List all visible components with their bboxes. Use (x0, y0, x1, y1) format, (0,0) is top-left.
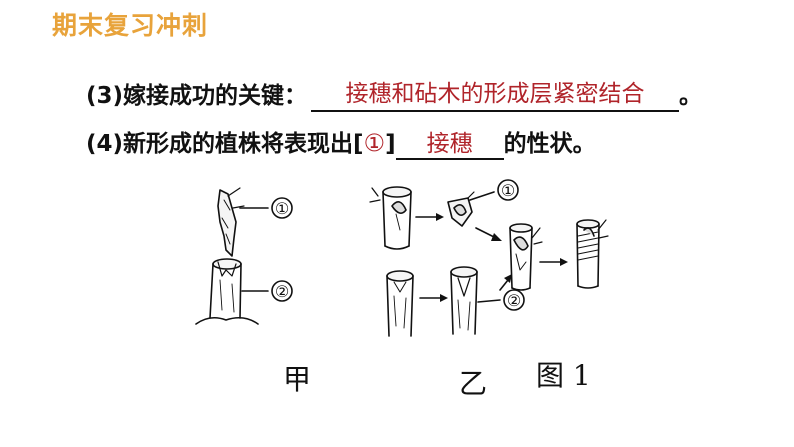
question-4: (4)新形成的植株将表现出[①] 接穗 的性状。 (86, 124, 596, 160)
yi-circle-1 (497, 179, 519, 201)
yi-arrow-5 (499, 279, 509, 291)
yi-arrow-3-head (560, 258, 568, 266)
answer-blank-4: 接穗 (395, 124, 504, 160)
jia-stock (195, 258, 259, 325)
header-title: 期末复习冲刺 (52, 11, 209, 40)
yi-marker-2: ② (507, 291, 521, 310)
yi-arrow-5-head (504, 274, 512, 283)
answer-4-text: 接穗 (426, 131, 473, 157)
yi-stock-cut (450, 266, 478, 335)
yi-marker-1: ① (501, 181, 515, 200)
yi-leader-1 (469, 191, 495, 201)
jia-marker-1: ① (275, 199, 289, 218)
yi-arrow-4-head (440, 294, 448, 302)
yi-arrow-1-head (436, 213, 444, 221)
jia-marker-2: ② (275, 282, 289, 301)
jia-circle-2 (271, 280, 293, 302)
yi-bound (576, 219, 609, 289)
yi-scion-chip (447, 191, 475, 227)
answer-3-text: 接穗和砧木的形成层紧密结合 (345, 81, 645, 107)
yi-circle-2 (503, 289, 525, 311)
question-4-prefix: (4)新形成的植株将表现出[ (86, 131, 364, 157)
question-3-suffix: 。 (679, 83, 703, 109)
question-4-bracket-close: ] (385, 131, 396, 157)
answer-blank-3: 接穗和砧木的形成层紧密结合 (311, 76, 680, 112)
yi-leader-2 (477, 299, 501, 303)
yi-arrow-2-head (491, 233, 502, 241)
yi-grafted (509, 223, 543, 291)
question-3-prefix: (3)嫁接成功的关键： (86, 83, 308, 109)
question-4-suffix: 的性状。 (503, 131, 596, 157)
jia-circle-1 (271, 197, 293, 219)
question-3: (3)嫁接成功的关键： 接穗和砧木的形成层紧密结合 。 (86, 76, 702, 112)
jia-scion (217, 187, 245, 257)
yi-arrow-2 (475, 227, 497, 239)
answer-4-number: ① (363, 129, 386, 157)
yi-branch (369, 186, 412, 250)
yi-stock (386, 270, 414, 337)
label-jia: 甲 (283, 363, 312, 396)
label-yi: 乙 (459, 367, 488, 400)
figure-caption: 图 1 (536, 359, 591, 392)
